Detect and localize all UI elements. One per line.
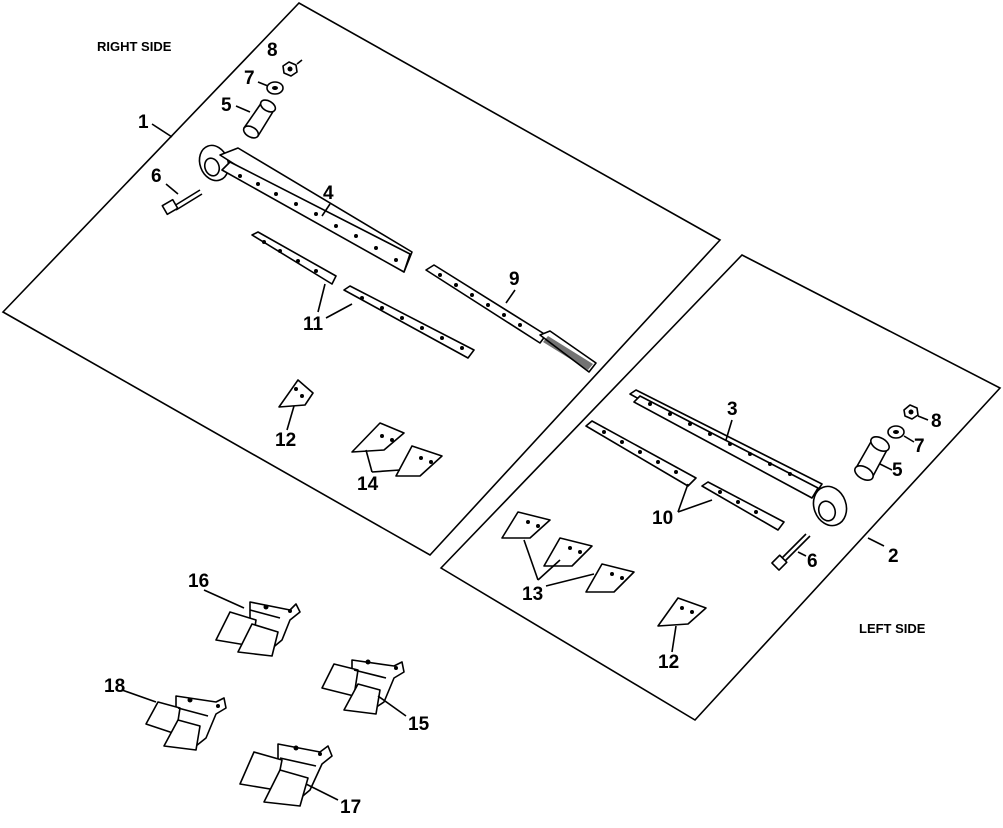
knife-section-12-right — [278, 379, 314, 408]
callout-18: 18 — [104, 676, 125, 697]
right-side-panel: RIGHT SIDE 1 8 7 5 6 — [1, 1, 722, 557]
right-panel-number: 1 — [138, 112, 149, 133]
knife-bar-9 — [425, 264, 597, 373]
callout-16: 16 — [188, 571, 209, 592]
knife-section-14a — [351, 422, 405, 453]
guard-16 — [215, 601, 301, 657]
callout-4: 4 — [323, 183, 334, 204]
knife-bar-section-10a — [585, 420, 697, 487]
knife-section-13b — [543, 537, 593, 567]
callout-7-right: 7 — [244, 68, 255, 89]
knife-bar-section-11b — [343, 285, 475, 359]
callout-5-right: 5 — [221, 95, 232, 116]
callout-8-left: 8 — [931, 411, 942, 432]
knife-section-13a — [501, 511, 551, 539]
callout-3: 3 — [727, 399, 738, 420]
right-side-label: RIGHT SIDE — [97, 39, 172, 54]
callout-5-left: 5 — [892, 460, 903, 481]
callout-6-left: 6 — [807, 551, 818, 572]
callout-14: 14 — [357, 474, 379, 495]
bolt-6-right — [161, 189, 203, 216]
guard-17 — [239, 743, 333, 807]
bushing-5-right — [242, 99, 277, 139]
knife-section-12-left — [657, 597, 707, 627]
left-side-panel: LEFT SIDE 2 3 8 — [439, 254, 1002, 722]
callout-8-right: 8 — [267, 40, 278, 61]
knife-bar-section-11a — [251, 231, 337, 285]
guard-18 — [145, 695, 227, 751]
nut-8-left — [903, 404, 919, 420]
knife-section-13c — [585, 563, 635, 593]
callout-10: 10 — [652, 508, 673, 529]
guard-15 — [321, 659, 405, 715]
knife-section-14b — [395, 445, 443, 477]
knife-head-bar-3 — [629, 389, 848, 527]
washer-7-right — [266, 81, 284, 95]
left-panel-number: 2 — [888, 546, 899, 567]
callout-12-right: 12 — [275, 430, 296, 451]
knife-bar-section-10b — [701, 481, 785, 531]
callout-9: 9 — [509, 269, 520, 290]
callout-12-left: 12 — [658, 652, 679, 673]
callout-13: 13 — [522, 584, 543, 605]
bushing-5-left — [854, 435, 890, 482]
knife-head-bar-4 — [198, 144, 413, 273]
callout-15: 15 — [408, 714, 430, 735]
callout-7-left: 7 — [914, 436, 925, 457]
bolt-6-left — [771, 533, 811, 571]
callout-17: 17 — [340, 797, 361, 818]
callout-11: 11 — [303, 314, 324, 335]
left-side-label: LEFT SIDE — [859, 621, 926, 636]
callout-6-right: 6 — [151, 166, 162, 187]
nut-8-right — [282, 59, 303, 77]
washer-7-left — [887, 425, 905, 439]
